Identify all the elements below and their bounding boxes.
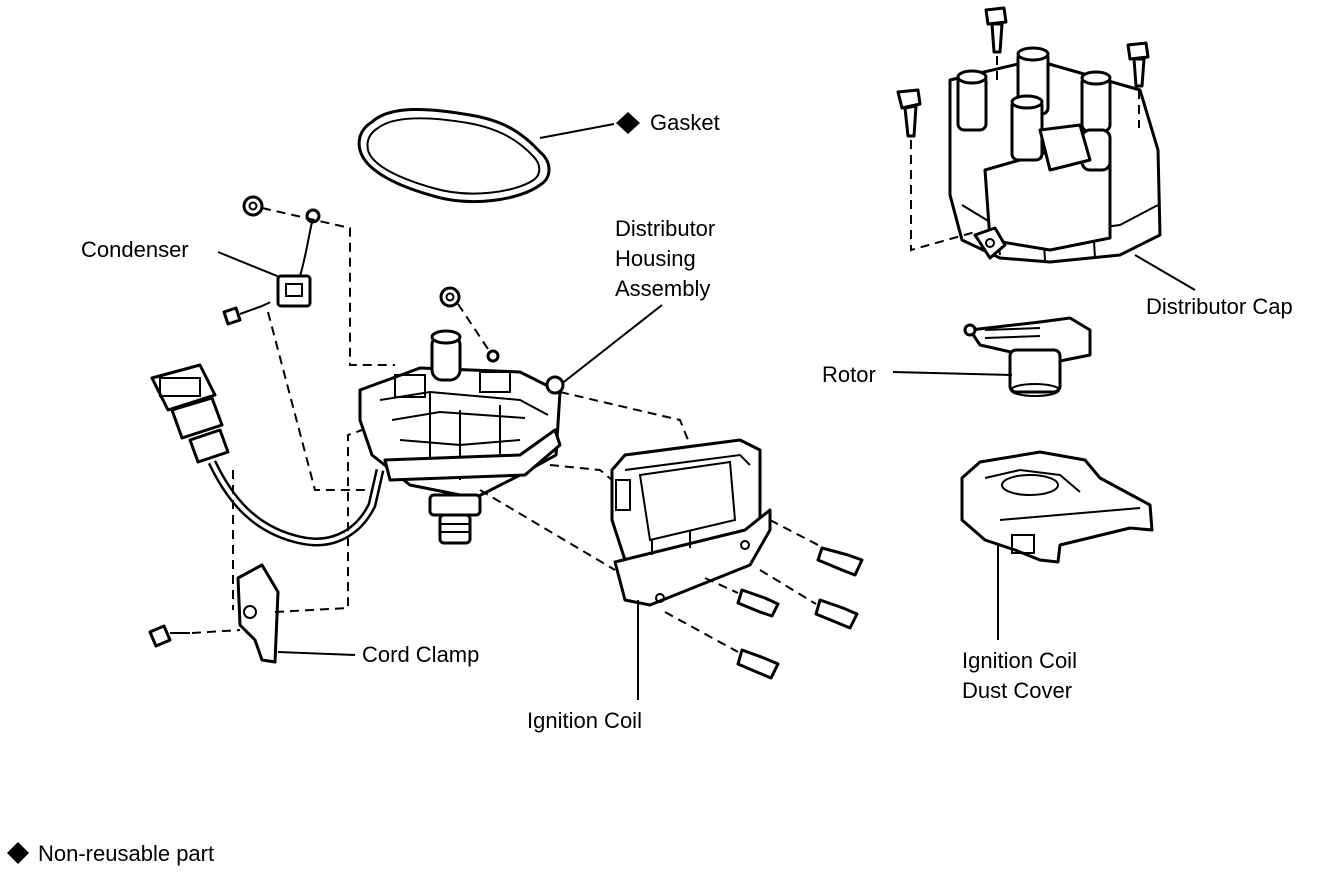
condenser-screw-path — [261, 299, 370, 491]
ignition-coil-label: Ignition Coil — [527, 708, 642, 733]
condenser-screw — [222, 305, 263, 326]
coil-screw-2 — [704, 577, 780, 618]
gasket-part — [357, 107, 551, 204]
condenser-part — [276, 208, 321, 308]
gasket-leader — [539, 123, 615, 139]
distributor-cap-label: Distributor Cap — [1146, 294, 1293, 319]
black-diamond-icon — [616, 112, 640, 134]
distributor-housing-part — [358, 329, 565, 545]
distributor-cap-leader — [1134, 254, 1196, 291]
legend-text: Non-reusable part — [38, 841, 214, 866]
ignition-coil-dust-cover-part — [960, 450, 1154, 564]
black-diamond-icon — [7, 842, 29, 864]
dust-cover-label-line1: Ignition Coil — [962, 648, 1077, 673]
coil-mount-path-mid — [549, 464, 613, 481]
cap-screw-left-path — [910, 140, 976, 252]
rotor-label: Rotor — [822, 362, 876, 387]
gasket-label: Gasket — [650, 110, 720, 135]
cord-clamp-screw-path — [191, 629, 241, 634]
distributor-housing-label-line3: Assembly — [615, 276, 710, 301]
cord-clamp-leader — [277, 651, 356, 656]
housing-top-nut — [439, 286, 461, 308]
wire-harness-connector — [150, 363, 230, 464]
ignition-coil-part — [610, 438, 772, 607]
condenser-label: Condenser — [81, 237, 189, 262]
cord-clamp-path-right — [274, 429, 363, 613]
distributor-housing-leader — [559, 304, 663, 386]
housing-stud — [486, 349, 500, 363]
cap-screw-left — [896, 88, 922, 138]
cap-screw-right — [1126, 41, 1150, 88]
rotor-part — [963, 316, 1092, 397]
coil-mount-path-top — [559, 391, 691, 446]
distributor-housing-label-line2: Housing — [615, 246, 696, 271]
legend: Non-reusable part — [7, 841, 214, 866]
cap-screw-top — [984, 6, 1008, 54]
cord-clamp-label: Cord Clamp — [362, 642, 479, 667]
condenser-leader — [217, 251, 283, 279]
housing-nut-path — [457, 303, 491, 353]
coil-screw-1 — [769, 519, 864, 577]
condenser-nut-path — [261, 207, 395, 366]
distributor-housing-label-line1: Distributor — [615, 216, 715, 241]
cord-clamp-part — [236, 563, 280, 664]
coil-screw-3 — [759, 569, 859, 630]
rotor-leader — [892, 371, 1013, 376]
distributor-cap-part — [948, 46, 1162, 264]
condenser-nut — [242, 195, 264, 217]
dust-cover-label-line2: Dust Cover — [962, 678, 1072, 703]
cord-clamp-screw — [148, 624, 190, 648]
wire-harness-cable-core — [210, 461, 382, 544]
coil-screw-4 — [664, 611, 780, 680]
coil-mount-path-low — [479, 489, 616, 571]
